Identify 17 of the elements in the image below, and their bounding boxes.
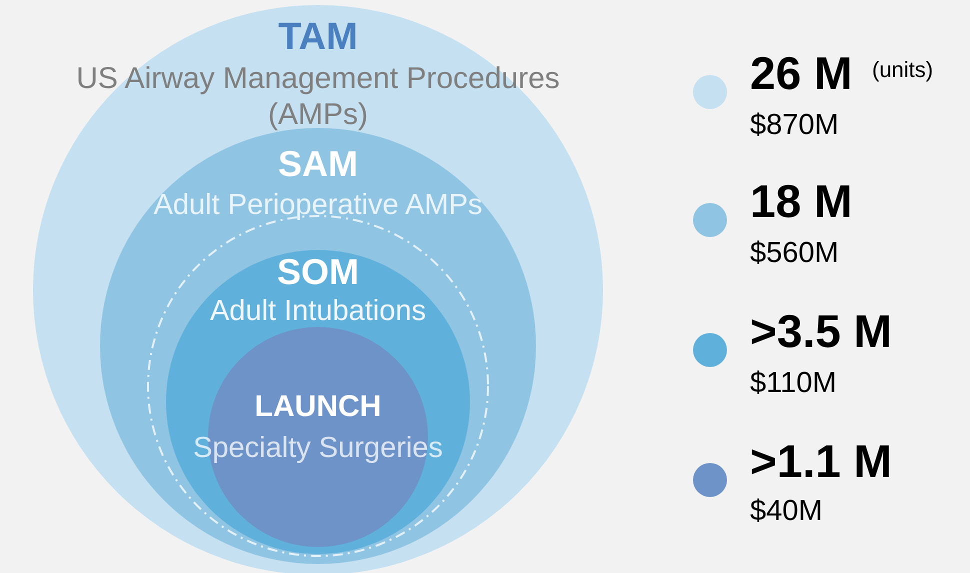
circle-subtitle: Adult Intubations <box>208 294 428 328</box>
dollar-value: $40M <box>750 496 823 528</box>
circle-heading: SAM <box>277 142 359 186</box>
legend-value: >3.5 M <box>750 306 892 357</box>
circle-heading: TAM <box>277 15 359 60</box>
circle-heading: SOM <box>276 250 360 293</box>
circle-subtitle: Specialty Surgeries <box>192 430 444 466</box>
dollar-value: $110M <box>750 368 837 400</box>
dollar-value: $870M <box>750 110 839 142</box>
circle-heading: LAUNCH <box>254 388 382 425</box>
dollar-value: $560M <box>750 238 839 270</box>
legend-value: 26 M <box>750 48 852 99</box>
legend-value: >1.1 M <box>750 436 892 487</box>
unit-label: (units) <box>872 58 934 82</box>
legend-value: 18 M <box>750 176 852 227</box>
circle-subtitle: Adult Perioperative AMPs <box>152 188 484 224</box>
circle-subtitle: US Airway Management Procedures (AMPs) <box>75 61 561 133</box>
